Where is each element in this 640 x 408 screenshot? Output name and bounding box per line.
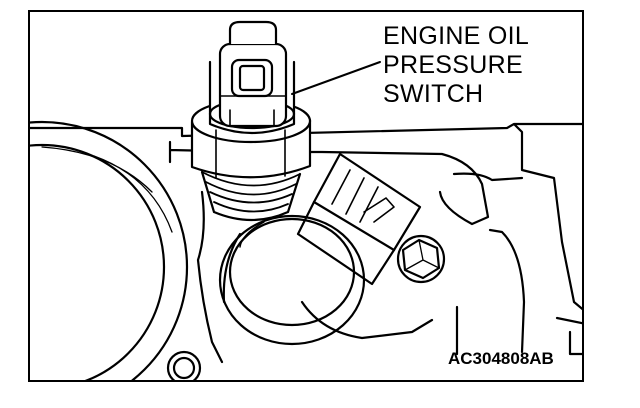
engine-block-illustration [30,20,582,380]
callout-line-1: ENGINE OIL [383,22,530,50]
large-bore-shading [41,146,173,233]
harness-bracket [312,152,422,252]
switch-connector-ribs [219,95,287,127]
harness-bracket-side [296,200,396,286]
oil-port-shade [239,221,265,248]
illustration-frame [28,10,584,382]
block-right-rib [452,172,526,356]
oil-port-rim [228,217,356,327]
callout-line-2: PRESSURE [383,51,523,79]
switch-connector-latch [228,20,278,46]
switch-thread-sides [200,170,302,222]
harness-bracket-slots [331,169,395,223]
block-lower-edge [300,300,434,340]
callout-line-3: SWITCH [383,80,484,108]
right-edge-bracket [555,316,582,356]
large-bore-outer [30,120,189,380]
switch-hex-flats [215,129,286,179]
large-bore-inner [30,143,166,380]
engine-block-outline [30,122,582,311]
switch-connector-pins [238,64,266,92]
switch-callout-label: ENGINE OIL PRESSURE SWITCH [383,22,529,109]
callout-leader-line [291,61,381,95]
switch-threads [201,171,301,213]
lower-left-boss-inner [172,356,196,380]
oil-port-housing [218,214,366,346]
figure-id-label: AC304808AB [448,349,554,368]
hex-bolt-face [404,239,440,271]
hex-bolt-head [401,238,441,280]
hex-bolt-washer [396,234,446,284]
lower-left-boss [166,350,202,380]
